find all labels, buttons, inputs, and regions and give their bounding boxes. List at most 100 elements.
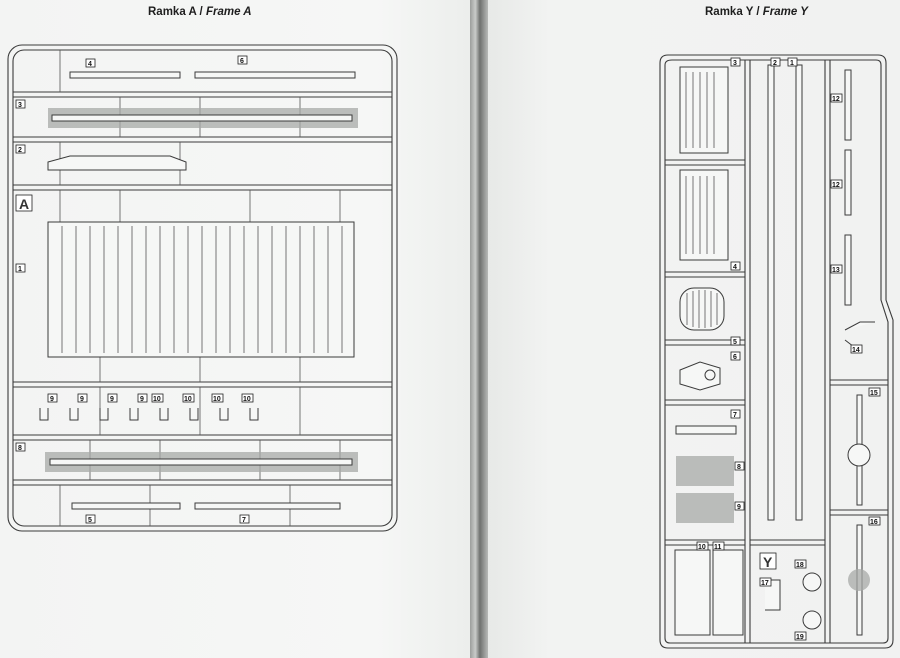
tag-box xyxy=(850,344,863,354)
tag-box xyxy=(730,57,741,67)
rod-part-8 xyxy=(49,458,353,466)
grille-part-5 xyxy=(679,287,725,331)
part-number: 10 xyxy=(184,396,192,403)
tag-box xyxy=(730,336,741,346)
panel-part-3 xyxy=(679,66,729,154)
frame-a-letter: A xyxy=(19,196,29,212)
frame-letter-box xyxy=(15,194,33,212)
hook-parts-9-10 xyxy=(39,408,259,421)
flange-part-16 xyxy=(847,443,871,467)
tag-box xyxy=(868,387,881,397)
part-number: 9 xyxy=(110,396,114,403)
tag-box xyxy=(696,541,709,551)
part-number: 2 xyxy=(18,147,22,154)
frame-part-11 xyxy=(712,549,744,636)
frame-a-title: Ramka A / Frame A xyxy=(148,6,252,18)
frame-y-title: Ramka Y / Frame Y xyxy=(705,6,808,18)
part-number: 9 xyxy=(50,396,54,403)
part-number: 6 xyxy=(240,58,244,65)
rail-part-2 xyxy=(767,64,775,521)
part-number: 9 xyxy=(140,396,144,403)
tag-box xyxy=(734,461,745,471)
rod-part-5 xyxy=(71,502,181,510)
tag-box xyxy=(137,393,148,403)
rod-part-12 xyxy=(844,69,852,141)
tag-box xyxy=(730,261,741,271)
part-number: 2 xyxy=(773,60,777,67)
frame-y-vertical-runners xyxy=(744,60,831,643)
part-number: 7 xyxy=(242,517,246,524)
part-number: 16 xyxy=(870,519,878,526)
part-number: 18 xyxy=(796,562,804,569)
frame-a-outline xyxy=(7,44,398,532)
tag-box xyxy=(85,514,96,524)
mesh-part-8 xyxy=(676,456,734,486)
tag-box xyxy=(15,99,26,109)
part-number: 3 xyxy=(733,60,737,67)
tag-box xyxy=(15,442,26,452)
part-number: 1 xyxy=(790,60,794,67)
part-number: 9 xyxy=(737,504,741,511)
bar-part-2 xyxy=(47,155,187,171)
frame-letter-box xyxy=(759,552,777,570)
panel-3-slats xyxy=(685,72,715,148)
panel-part-4 xyxy=(679,169,729,261)
frame-a-title-plain: Ramka A / xyxy=(148,6,206,18)
ring-part-19 xyxy=(802,572,822,592)
book-gutter xyxy=(470,0,488,658)
part-number: 5 xyxy=(88,517,92,524)
tag-box xyxy=(107,393,118,403)
tag-box xyxy=(237,55,248,65)
frame-y-tags: 3 2 1 4 5 6 7 8 9 10 11 12 12 13 14 15 1… xyxy=(696,57,881,641)
grille-slats xyxy=(61,226,343,353)
frame-a-tags: 4 6 3 2 1 9 9 9 9 10 10 10 10 8 5 7 A xyxy=(15,55,254,524)
rod-part-3 xyxy=(51,114,353,122)
frame-a-runners xyxy=(13,91,392,486)
tag-box xyxy=(759,577,772,587)
part-number: 3 xyxy=(18,102,22,109)
part-number: 11 xyxy=(714,544,722,551)
part-number: 10 xyxy=(243,396,251,403)
tag-box xyxy=(15,263,26,273)
tag-box xyxy=(47,393,58,403)
part-number: 5 xyxy=(733,339,737,346)
clip-part-18 xyxy=(765,579,781,611)
tag-box xyxy=(794,631,807,641)
tag-box xyxy=(239,514,250,524)
part-number: 6 xyxy=(733,354,737,361)
part-number: 8 xyxy=(737,464,741,471)
part-number: 4 xyxy=(88,61,92,68)
part-number: 10 xyxy=(213,396,221,403)
disc-part-17 xyxy=(848,569,870,591)
frame-a-sprue xyxy=(7,44,398,532)
tag-box xyxy=(77,393,88,403)
tag-box xyxy=(15,144,26,154)
frame-y-horizontal-runners xyxy=(665,159,888,546)
part-number: 1 xyxy=(18,266,22,273)
part-number: 7 xyxy=(733,412,737,419)
mesh-part-9 xyxy=(676,493,734,523)
part-number: 12 xyxy=(832,96,840,103)
rod-part-7 xyxy=(194,502,341,510)
tag-box xyxy=(211,393,224,403)
part-number: 19 xyxy=(796,634,804,641)
panel-4-slats xyxy=(685,176,715,254)
tag-box xyxy=(868,516,881,526)
grille-panel-part-1 xyxy=(47,221,355,358)
part-number: 15 xyxy=(870,390,878,397)
tag-box xyxy=(182,393,195,403)
frame-y-title-italic: Frame Y xyxy=(762,6,808,18)
tag-box xyxy=(830,93,843,103)
frame-a-title-italic: Frame A xyxy=(205,6,252,18)
part-number: 8 xyxy=(18,445,22,452)
rod-part-13 xyxy=(844,149,852,216)
tag-box xyxy=(85,58,96,68)
frame-y-sprue xyxy=(659,54,894,649)
tag-box xyxy=(794,559,807,569)
tag-box xyxy=(151,393,164,403)
bar-part-7 xyxy=(675,425,737,435)
tag-box xyxy=(730,351,741,361)
frame-a-inner-outline xyxy=(12,49,393,527)
tag-box xyxy=(787,57,798,67)
tag-box xyxy=(712,541,725,551)
